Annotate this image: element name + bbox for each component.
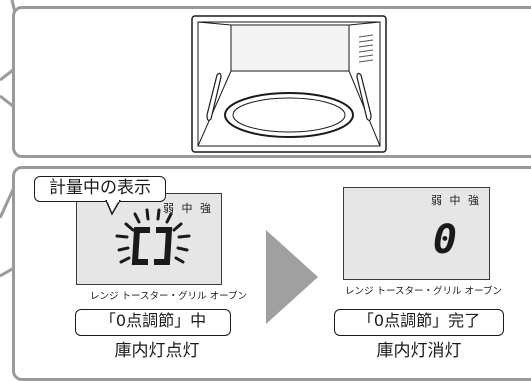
lcd-display-zero-complete: 弱 中 強 0 xyxy=(343,187,490,280)
power-level-labels: 弱 中 強 xyxy=(431,194,481,207)
cooking-mode-labels: レンジ トースター・グリル オーブン xyxy=(90,291,247,302)
power-level-labels: 弱 中 強 xyxy=(163,202,213,215)
lamp-on-caption: 庫内灯点灯 xyxy=(114,341,200,361)
callout-pointer xyxy=(105,200,121,216)
weighing-display-callout: 計量中の表示 xyxy=(34,176,166,202)
zero-adjust-blinking-indicator xyxy=(115,208,191,265)
oven-interior-illustration xyxy=(191,15,387,153)
cooking-mode-labels: レンジ トースター・グリル オーブン xyxy=(345,286,502,297)
zero-adjust-complete-label: 「0点調節」完了 xyxy=(334,309,504,336)
weight-reading: 0 xyxy=(432,217,457,263)
lcd-display-weighing: 弱 中 強 xyxy=(76,193,222,285)
lamp-off-caption: 庫内灯消灯 xyxy=(376,341,462,361)
zero-adjust-in-progress-label: 「0点調節」中 xyxy=(75,309,231,336)
oven-interior-panel xyxy=(12,6,531,158)
transition-arrow xyxy=(266,230,318,324)
